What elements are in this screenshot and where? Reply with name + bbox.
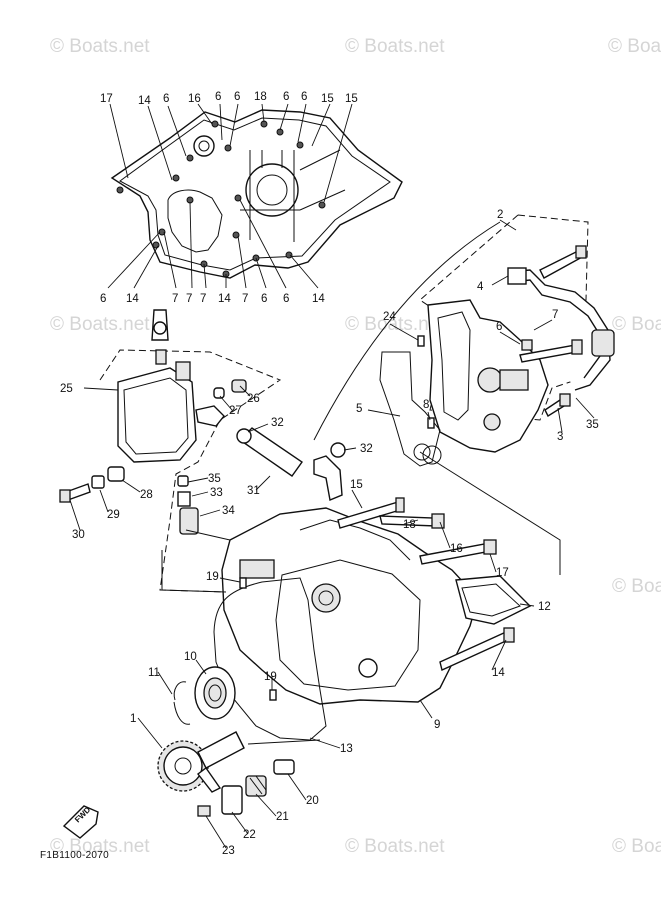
watermark: © Boats.net — [608, 36, 661, 57]
callout-7: 7 — [552, 309, 558, 321]
oil-pump-assembly — [379, 214, 615, 467]
callout-6: 6 — [496, 321, 502, 333]
watermark: © Boats.net — [50, 36, 150, 57]
callout-13: 13 — [340, 743, 353, 755]
callout-6: 6 — [261, 293, 267, 305]
callout-20: 20 — [306, 795, 319, 807]
callout-28: 28 — [140, 489, 153, 501]
callout-30: 30 — [72, 529, 85, 541]
callout-29: 29 — [107, 509, 120, 521]
callout-12: 12 — [538, 601, 551, 613]
watermark: © Boats.net — [345, 36, 445, 57]
callout-6: 6 — [163, 93, 169, 105]
callout-11: 11 — [148, 667, 160, 679]
callout-7: 7 — [186, 293, 192, 305]
callout-19: 19 — [264, 671, 277, 683]
watermark: © Boats.net — [612, 314, 661, 335]
callout-14: 14 — [218, 293, 231, 305]
callout-leaders — [69, 103, 595, 849]
callout-14: 14 — [138, 95, 151, 107]
watermark: © Boats.net — [50, 314, 150, 335]
callout-4: 4 — [477, 281, 484, 293]
callout-15: 15 — [321, 93, 334, 105]
callout-8: 8 — [423, 399, 429, 411]
callout-15: 15 — [345, 93, 358, 105]
watermark: © Boats.net — [345, 314, 445, 335]
callout-18: 18 — [403, 519, 416, 531]
callout-7: 7 — [172, 293, 178, 305]
callout-14: 14 — [126, 293, 139, 305]
callout-23: 23 — [222, 845, 235, 857]
callout-27: 27 — [229, 405, 242, 417]
callout-33: 33 — [210, 487, 223, 499]
callout-9: 9 — [434, 719, 440, 731]
callout-34: 34 — [222, 505, 235, 517]
callout-24: 24 — [383, 311, 396, 323]
watermark: © Boats.net — [612, 576, 661, 597]
callout-6: 6 — [234, 91, 240, 103]
callout-14: 14 — [492, 667, 505, 679]
callout-16: 16 — [450, 543, 463, 555]
callout-7: 7 — [200, 293, 206, 305]
callout-7: 7 — [242, 293, 248, 305]
callout-5: 5 — [356, 403, 362, 415]
callout-10: 10 — [184, 651, 197, 663]
crankcase-housing — [161, 497, 532, 741]
callout-15: 15 — [350, 479, 363, 491]
callout-6: 6 — [215, 91, 221, 103]
callout-17: 17 — [100, 93, 113, 105]
callout-labels: 17 14 6 16 6 6 18 6 6 15 15 6 14 7 7 7 1… — [60, 91, 599, 857]
callout-26: 26 — [247, 393, 260, 405]
callout-35: 35 — [586, 419, 599, 431]
callout-19: 19 — [206, 571, 219, 583]
callout-31: 31 — [247, 485, 260, 497]
callout-14: 14 — [312, 293, 325, 305]
oil-filter-assembly — [59, 309, 346, 593]
callout-1: 1 — [130, 713, 136, 725]
callout-21: 21 — [276, 811, 289, 823]
callout-6: 6 — [100, 293, 106, 305]
callout-32: 32 — [360, 443, 373, 455]
assembly-guide-lines — [185, 221, 561, 745]
callout-6: 6 — [283, 91, 289, 103]
crankcase-cover-view — [110, 109, 403, 279]
callout-18: 18 — [254, 91, 267, 103]
callout-2: 2 — [497, 209, 503, 221]
callout-25: 25 — [60, 383, 73, 395]
gear-components: FWD — [62, 666, 295, 839]
callout-17: 17 — [496, 567, 509, 579]
callout-3: 3 — [557, 431, 563, 443]
callout-22: 22 — [243, 829, 256, 841]
callout-16: 16 — [188, 93, 201, 105]
watermark: © Boats.net — [345, 836, 445, 857]
diagram-code: F1B1100-2070 — [40, 850, 109, 861]
watermark: © Boats.net — [612, 836, 661, 857]
callout-6: 6 — [301, 91, 307, 103]
callout-32: 32 — [271, 417, 284, 429]
watermark: © Boats.net — [50, 836, 150, 857]
callout-6: 6 — [283, 293, 289, 305]
callout-35: 35 — [208, 473, 221, 485]
